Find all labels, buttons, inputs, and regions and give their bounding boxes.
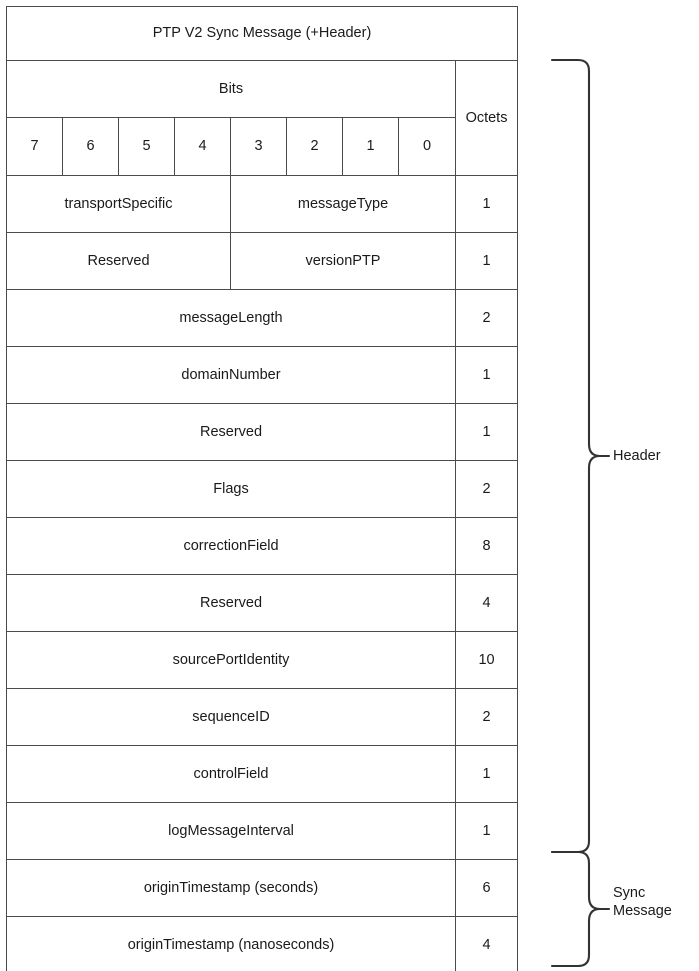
- table-row: Reserved 4: [6, 574, 519, 632]
- octet-count: 2: [454, 688, 519, 746]
- bit-number-5: 5: [118, 117, 175, 176]
- field-label: Reserved: [6, 232, 231, 290]
- field-label: Flags: [6, 460, 456, 518]
- field-label: sourcePortIdentity: [6, 631, 456, 689]
- octet-count: 8: [454, 517, 519, 575]
- bit-number-2: 2: [286, 117, 343, 176]
- field-label: correctionField: [6, 517, 456, 575]
- field-label: sequenceID: [6, 688, 456, 746]
- bits-header-row: Bits Octets: [6, 60, 519, 176]
- field-label: controlField: [6, 745, 456, 803]
- bit-number-3: 3: [230, 117, 287, 176]
- diagram-title: PTP V2 Sync Message (+Header): [5, 6, 519, 61]
- bit-number-1: 1: [342, 117, 399, 176]
- header-brace-icon: [550, 58, 611, 854]
- table-row: transportSpecific messageType 1: [6, 175, 519, 233]
- field-label: Reserved: [6, 574, 456, 632]
- field-label: originTimestamp (seconds): [6, 859, 456, 917]
- field-label: versionPTP: [230, 232, 456, 290]
- octet-count: 6: [454, 859, 519, 917]
- field-label: messageLength: [6, 289, 456, 347]
- field-label: transportSpecific: [6, 175, 231, 233]
- bit-number-6: 6: [62, 117, 119, 176]
- sync-message-brace-label: Sync Message: [613, 885, 672, 919]
- octet-count: 1: [454, 745, 519, 803]
- table-row: Reserved 1: [6, 403, 519, 461]
- octet-count: 1: [454, 175, 519, 233]
- octet-count: 2: [454, 460, 519, 518]
- octet-count: 1: [454, 802, 519, 860]
- table-row: originTimestamp (nanoseconds) 4: [6, 916, 519, 971]
- field-label: logMessageInterval: [6, 802, 456, 860]
- bit-numbers-row: 7 6 5 4 3 2 1 0: [6, 117, 518, 176]
- octet-count: 1: [454, 346, 519, 404]
- table-row: sourcePortIdentity 10: [6, 631, 519, 689]
- table-row: sequenceID 2: [6, 688, 519, 746]
- octet-count: 1: [454, 403, 519, 461]
- table-row: domainNumber 1: [6, 346, 519, 404]
- table-row: messageLength 2: [6, 289, 519, 347]
- field-label: originTimestamp (nanoseconds): [6, 916, 456, 971]
- table-row: Reserved versionPTP 1: [6, 232, 519, 290]
- table-row: originTimestamp (seconds) 6: [6, 859, 519, 917]
- table-row: Flags 2: [6, 460, 519, 518]
- bit-number-0: 0: [398, 117, 456, 176]
- sync-message-brace-icon: [550, 850, 611, 968]
- header-brace-label: Header: [613, 448, 661, 464]
- octet-count: 4: [454, 916, 519, 971]
- octet-count: 10: [454, 631, 519, 689]
- table-row: correctionField 8: [6, 517, 519, 575]
- field-label: messageType: [230, 175, 456, 233]
- bit-number-4: 4: [174, 117, 231, 176]
- table-body: PTP V2 Sync Message (+Header) Bits Octet…: [5, 6, 519, 971]
- octet-count: 4: [454, 574, 519, 632]
- octets-header: Octets: [454, 60, 519, 176]
- title-row: PTP V2 Sync Message (+Header): [5, 6, 519, 61]
- packet-structure-table: PTP V2 Sync Message (+Header) Bits Octet…: [5, 6, 519, 971]
- bit-number-7: 7: [6, 117, 63, 176]
- octet-count: 2: [454, 289, 519, 347]
- octet-count: 1: [454, 232, 519, 290]
- field-label: domainNumber: [6, 346, 456, 404]
- table-row: logMessageInterval 1: [6, 802, 519, 860]
- table-row: controlField 1: [6, 745, 519, 803]
- field-label: Reserved: [6, 403, 456, 461]
- bits-header: Bits: [6, 60, 456, 118]
